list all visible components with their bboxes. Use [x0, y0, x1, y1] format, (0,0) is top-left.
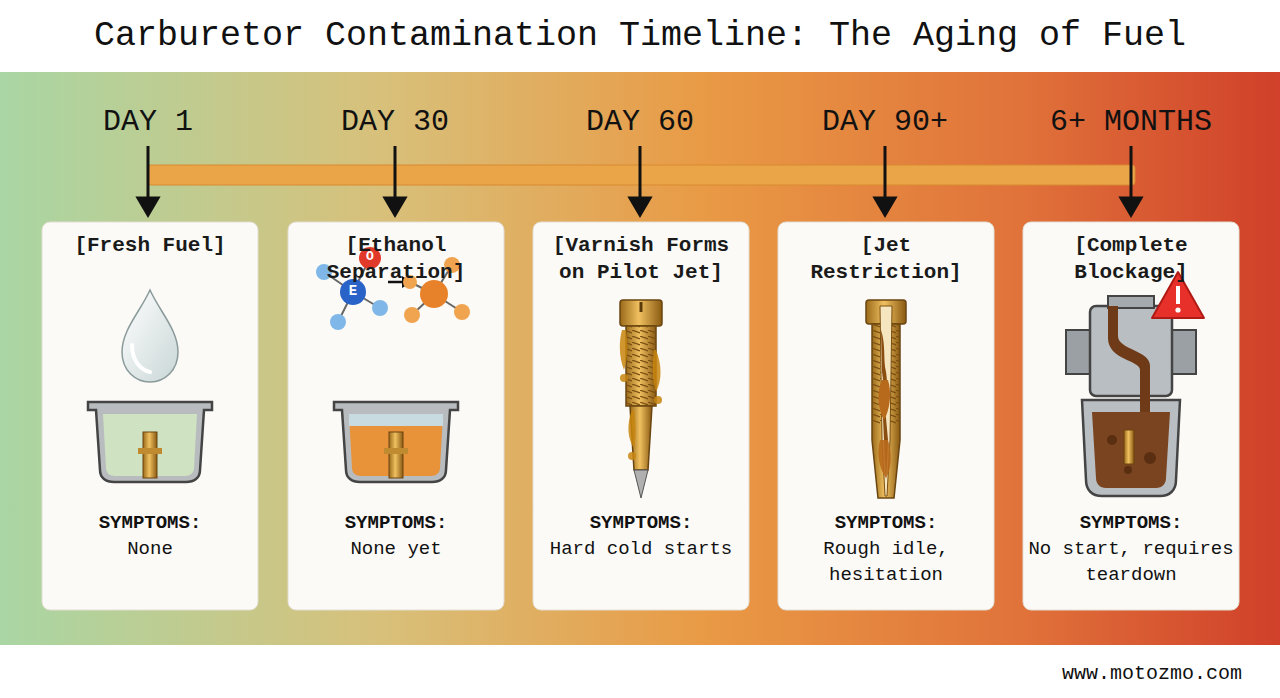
carburetor-art [1066, 272, 1204, 496]
symptoms-label: SYMPTOMS: [292, 510, 500, 536]
fresh-fuel-art [88, 290, 212, 482]
symptoms-text: None yet [292, 536, 500, 562]
symptoms-label: SYMPTOMS: [1027, 510, 1235, 536]
symptoms-block: SYMPTOMS:No start, requires teardown [1027, 510, 1235, 588]
symptoms-text: No start, requires teardown [1027, 536, 1235, 588]
symptoms-text: Rough idle, hesitation [782, 536, 990, 588]
pilot-jet-art [620, 300, 662, 498]
symptoms-block: SYMPTOMS:None yet [292, 510, 500, 562]
timeline-card: [Fresh Fuel] SYMPTOMS:None [42, 222, 258, 610]
timeline-card: [Complete Blockage] SYMPTOMS:No start, re… [1023, 222, 1239, 610]
day-label: DAY 30 [295, 104, 495, 140]
stage-heading: [Varnish Forms on Pilot Jet] [537, 232, 745, 286]
stage-heading: [Jet Restriction] [782, 232, 990, 286]
timeline-card: [Varnish Forms on Pilot Jet] SYMPTOMS:Har… [533, 222, 749, 610]
day-label: DAY 60 [540, 104, 740, 140]
diagram-title: Carburetor Contamination Timeline: The A… [0, 14, 1280, 58]
symptoms-text: None [46, 536, 254, 562]
symptoms-block: SYMPTOMS:Hard cold starts [537, 510, 745, 562]
stage-heading: [Fresh Fuel] [46, 232, 254, 259]
stage-heading: [Ethanol Separation] [292, 232, 500, 286]
timeline-card: [Ethanol Separation] SYMPTOMS:None yet [288, 222, 504, 610]
atom-letter: O [360, 249, 380, 265]
day-label: DAY 1 [48, 104, 248, 140]
timeline-arrows [138, 146, 1141, 215]
symptoms-label: SYMPTOMS: [46, 510, 254, 536]
symptoms-label: SYMPTOMS: [537, 510, 745, 536]
symptoms-block: SYMPTOMS:Rough idle, hesitation [782, 510, 990, 588]
day-label: 6+ MONTHS [1011, 104, 1251, 140]
gradient-band [0, 72, 1280, 645]
day-label: DAY 90+ [785, 104, 985, 140]
symptoms-label: SYMPTOMS: [782, 510, 990, 536]
watermark: www.motozmo.com [1062, 662, 1242, 686]
restricted-jet-art [866, 300, 906, 498]
symptoms-block: SYMPTOMS:None [46, 510, 254, 562]
symptoms-text: Hard cold starts [537, 536, 745, 562]
timeline-card: [Jet Restriction] SYMPTOMS:Rough idle, he… [778, 222, 994, 610]
card-backgrounds [42, 222, 1239, 610]
atom-letter: E [343, 283, 363, 300]
stage-heading: [Complete Blockage] [1027, 232, 1235, 286]
